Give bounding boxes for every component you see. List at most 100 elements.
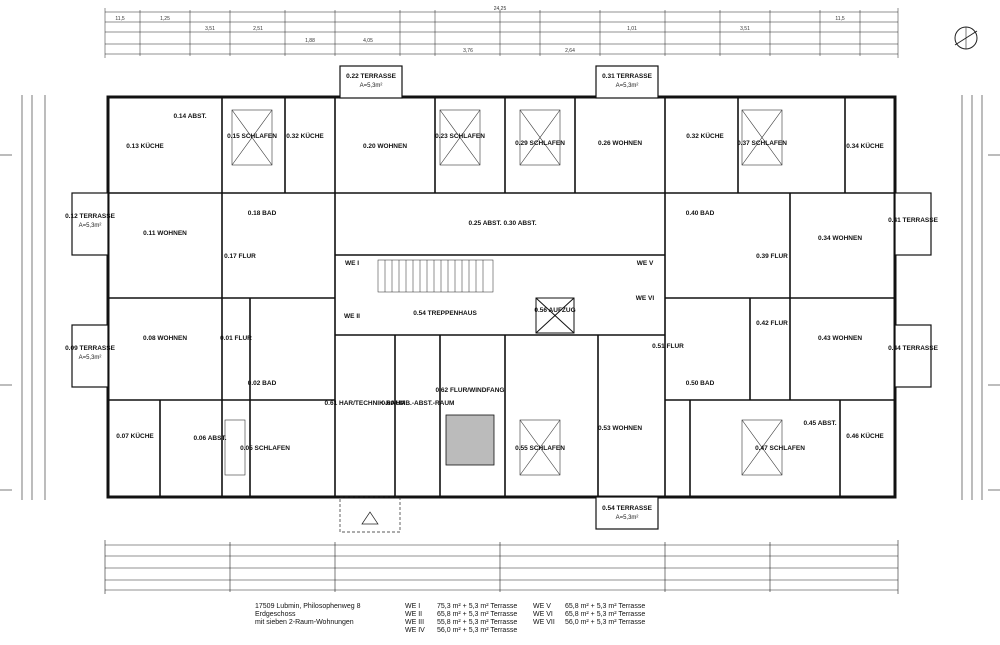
- room-area: A=5,3m²: [616, 515, 639, 521]
- entrance-marker: [339, 496, 401, 533]
- dim-label: 2,51: [253, 26, 263, 32]
- room-label: 0.47 SCHLAFEN: [755, 445, 805, 452]
- dim-label: 11,5: [835, 16, 845, 22]
- unit-row: WE I 75,3 m² + 5,3 m² Terrasse: [405, 603, 517, 611]
- terrace-bays: [71, 65, 932, 530]
- unit-area: 56,0 m² + 5,3 m² Terrasse: [565, 619, 646, 626]
- unit-row: WE VII 56,0 m² + 5,3 m² Terrasse: [533, 619, 645, 627]
- north-arrow-icon: [954, 26, 978, 50]
- room-label: 0.23 SCHLAFEN: [435, 133, 485, 140]
- room-label: 0.45 ABST.: [804, 420, 837, 427]
- side-dimension-lines: [0, 95, 1000, 500]
- room-label: 0.09 TERRASSE: [65, 345, 116, 352]
- dim-label: 2,64: [565, 48, 575, 54]
- room-label: 0.26 WOHNEN: [598, 140, 642, 147]
- unit-row: WE II 65,8 m² + 5,3 m² Terrasse: [405, 611, 517, 619]
- top-dim-ticks: [104, 8, 899, 58]
- room-label: 0.55 SCHLAFEN: [515, 445, 565, 452]
- room-label: 0.17 FLUR: [224, 253, 256, 260]
- dim-label: 1,01: [627, 26, 637, 32]
- dim-label: 1,88: [305, 38, 315, 44]
- room-label: 0.02 BAD: [248, 380, 277, 387]
- unit-area: 55,8 m² + 5,3 m² Terrasse: [437, 619, 518, 626]
- room-label: 0.29 SCHLAFEN: [515, 140, 565, 147]
- room-label: 0.30 ABST.: [504, 220, 537, 227]
- bottom-dimension-lines: [104, 540, 899, 594]
- room-label: 0.37 SCHLAFEN: [737, 140, 787, 147]
- room-label: 0.61 HAR/TECHNIK-RAUM: [325, 400, 406, 407]
- unit-label: WE V: [637, 260, 654, 267]
- dim-label: 3,76: [463, 48, 473, 54]
- room-area: A=5,3m²: [616, 83, 639, 89]
- dim-label: 24,25: [494, 6, 507, 12]
- room-label: 0.40 BAD: [686, 210, 715, 217]
- elevator-shaft: [535, 297, 575, 334]
- unit-row: WE IV 56,0 m² + 5,3 m² Terrasse: [405, 627, 517, 635]
- caption-address: 17509 Lubmin, Philosophenweg 8: [255, 603, 361, 610]
- unit-id: WE I: [405, 603, 421, 610]
- outer-walls: [106, 95, 897, 499]
- unit-row: WE VI 65,8 m² + 5,3 m² Terrasse: [533, 611, 645, 619]
- room-label: 0.08 WOHNEN: [143, 335, 187, 342]
- room-label: 0.14 ABST.: [174, 113, 207, 120]
- unit-label: WE I: [345, 260, 359, 267]
- dim-label: 1,25: [160, 16, 170, 22]
- unit-area: 75,3 m² + 5,3 m² Terrasse: [437, 603, 518, 610]
- plan-caption: 17509 Lubmin, Philosophenweg 8 Erdgescho…: [255, 603, 360, 627]
- room-label: 0.06 ABST.: [194, 435, 227, 442]
- room-label: 0.32 KÜCHE: [686, 131, 724, 140]
- room-label: 0.05 SCHLAFEN: [240, 445, 290, 452]
- staircase: [377, 259, 494, 293]
- room-label: 0.20 WOHNEN: [363, 143, 407, 150]
- dim-label: 4,05: [363, 38, 373, 44]
- room-label: 0.12 TERRASSE: [65, 213, 116, 220]
- room-label: 0.44 TERRASSE: [888, 345, 939, 352]
- unit-label: WE II: [344, 313, 360, 320]
- room-label: 0.54 TERRASSE: [602, 505, 653, 512]
- unit-area: 65,8 m² + 5,3 m² Terrasse: [437, 611, 518, 618]
- room-label: 0.25 ABST.: [469, 220, 502, 227]
- unit-id: WE VI: [533, 611, 553, 618]
- unit-id: WE VII: [533, 619, 555, 626]
- interior-walls: [108, 97, 895, 497]
- room-area: A=5,3m²: [79, 355, 102, 361]
- top-dimension-lines: [105, 11, 898, 55]
- unit-list-left: WE I 75,3 m² + 5,3 m² Terrasse WE II 65,8 …: [405, 603, 517, 635]
- floor-plan: 11,5 1,25 3,51 2,51 1,88 4,05 3,76 2,64 …: [0, 6, 1000, 594]
- room-label: 0.11 WOHNEN: [143, 230, 187, 237]
- dim-label: 3,51: [740, 26, 750, 32]
- room-labels: 0.22 TERRASSE A=5,3m² 0.31 TERRASSE A=5,…: [65, 73, 939, 521]
- unit-id: WE V: [533, 603, 551, 610]
- room-label: 0.41 TERRASSE: [888, 217, 939, 224]
- room-label: 0.18 BAD: [248, 210, 277, 217]
- unit-area: 56,0 m² + 5,3 m² Terrasse: [437, 627, 518, 634]
- unit-id: WE II: [405, 611, 423, 618]
- caption-description: mit sieben 2-Raum-Wohnungen: [255, 619, 354, 626]
- bed-symbols: [224, 109, 783, 476]
- room-label: 0.22 TERRASSE: [346, 73, 397, 80]
- room-label: 0.01 FLUR: [220, 335, 252, 342]
- unit-id: WE IV: [405, 627, 425, 634]
- room-area: A=5,3m²: [79, 223, 102, 229]
- room-label: 0.53 WOHNEN: [598, 425, 642, 432]
- room-label: 0.42 FLUR: [756, 320, 788, 327]
- room-label: 0.15 SCHLAFEN: [227, 133, 277, 140]
- room-label: 0.51 FLUR: [652, 343, 684, 350]
- room-label: 0.39 FLUR: [756, 253, 788, 260]
- room-area: A=5,3m²: [360, 83, 383, 89]
- room-label: 0.56 AUFZUG: [534, 307, 575, 314]
- dim-label: 3,51: [205, 26, 215, 32]
- unit-area: 65,8 m² + 5,3 m² Terrasse: [565, 611, 646, 618]
- room-label: 0.46 KÜCHE: [846, 431, 884, 440]
- room-label: 0.13 KÜCHE: [126, 141, 164, 150]
- room-label: 0.60 HAB.-ABST.-RAUM: [382, 400, 455, 407]
- room-label: 0.34 KÜCHE: [846, 141, 884, 150]
- room-label: 0.31 TERRASSE: [602, 73, 653, 80]
- room-label: 0.43 WOHNEN: [818, 335, 862, 342]
- room-label: 0.32 KÜCHE: [286, 131, 324, 140]
- dim-label: 11,5: [115, 16, 125, 22]
- room-label: 0.34 WOHNEN: [818, 235, 862, 242]
- room-label: 0.54 TREPPENHAUS: [413, 310, 477, 317]
